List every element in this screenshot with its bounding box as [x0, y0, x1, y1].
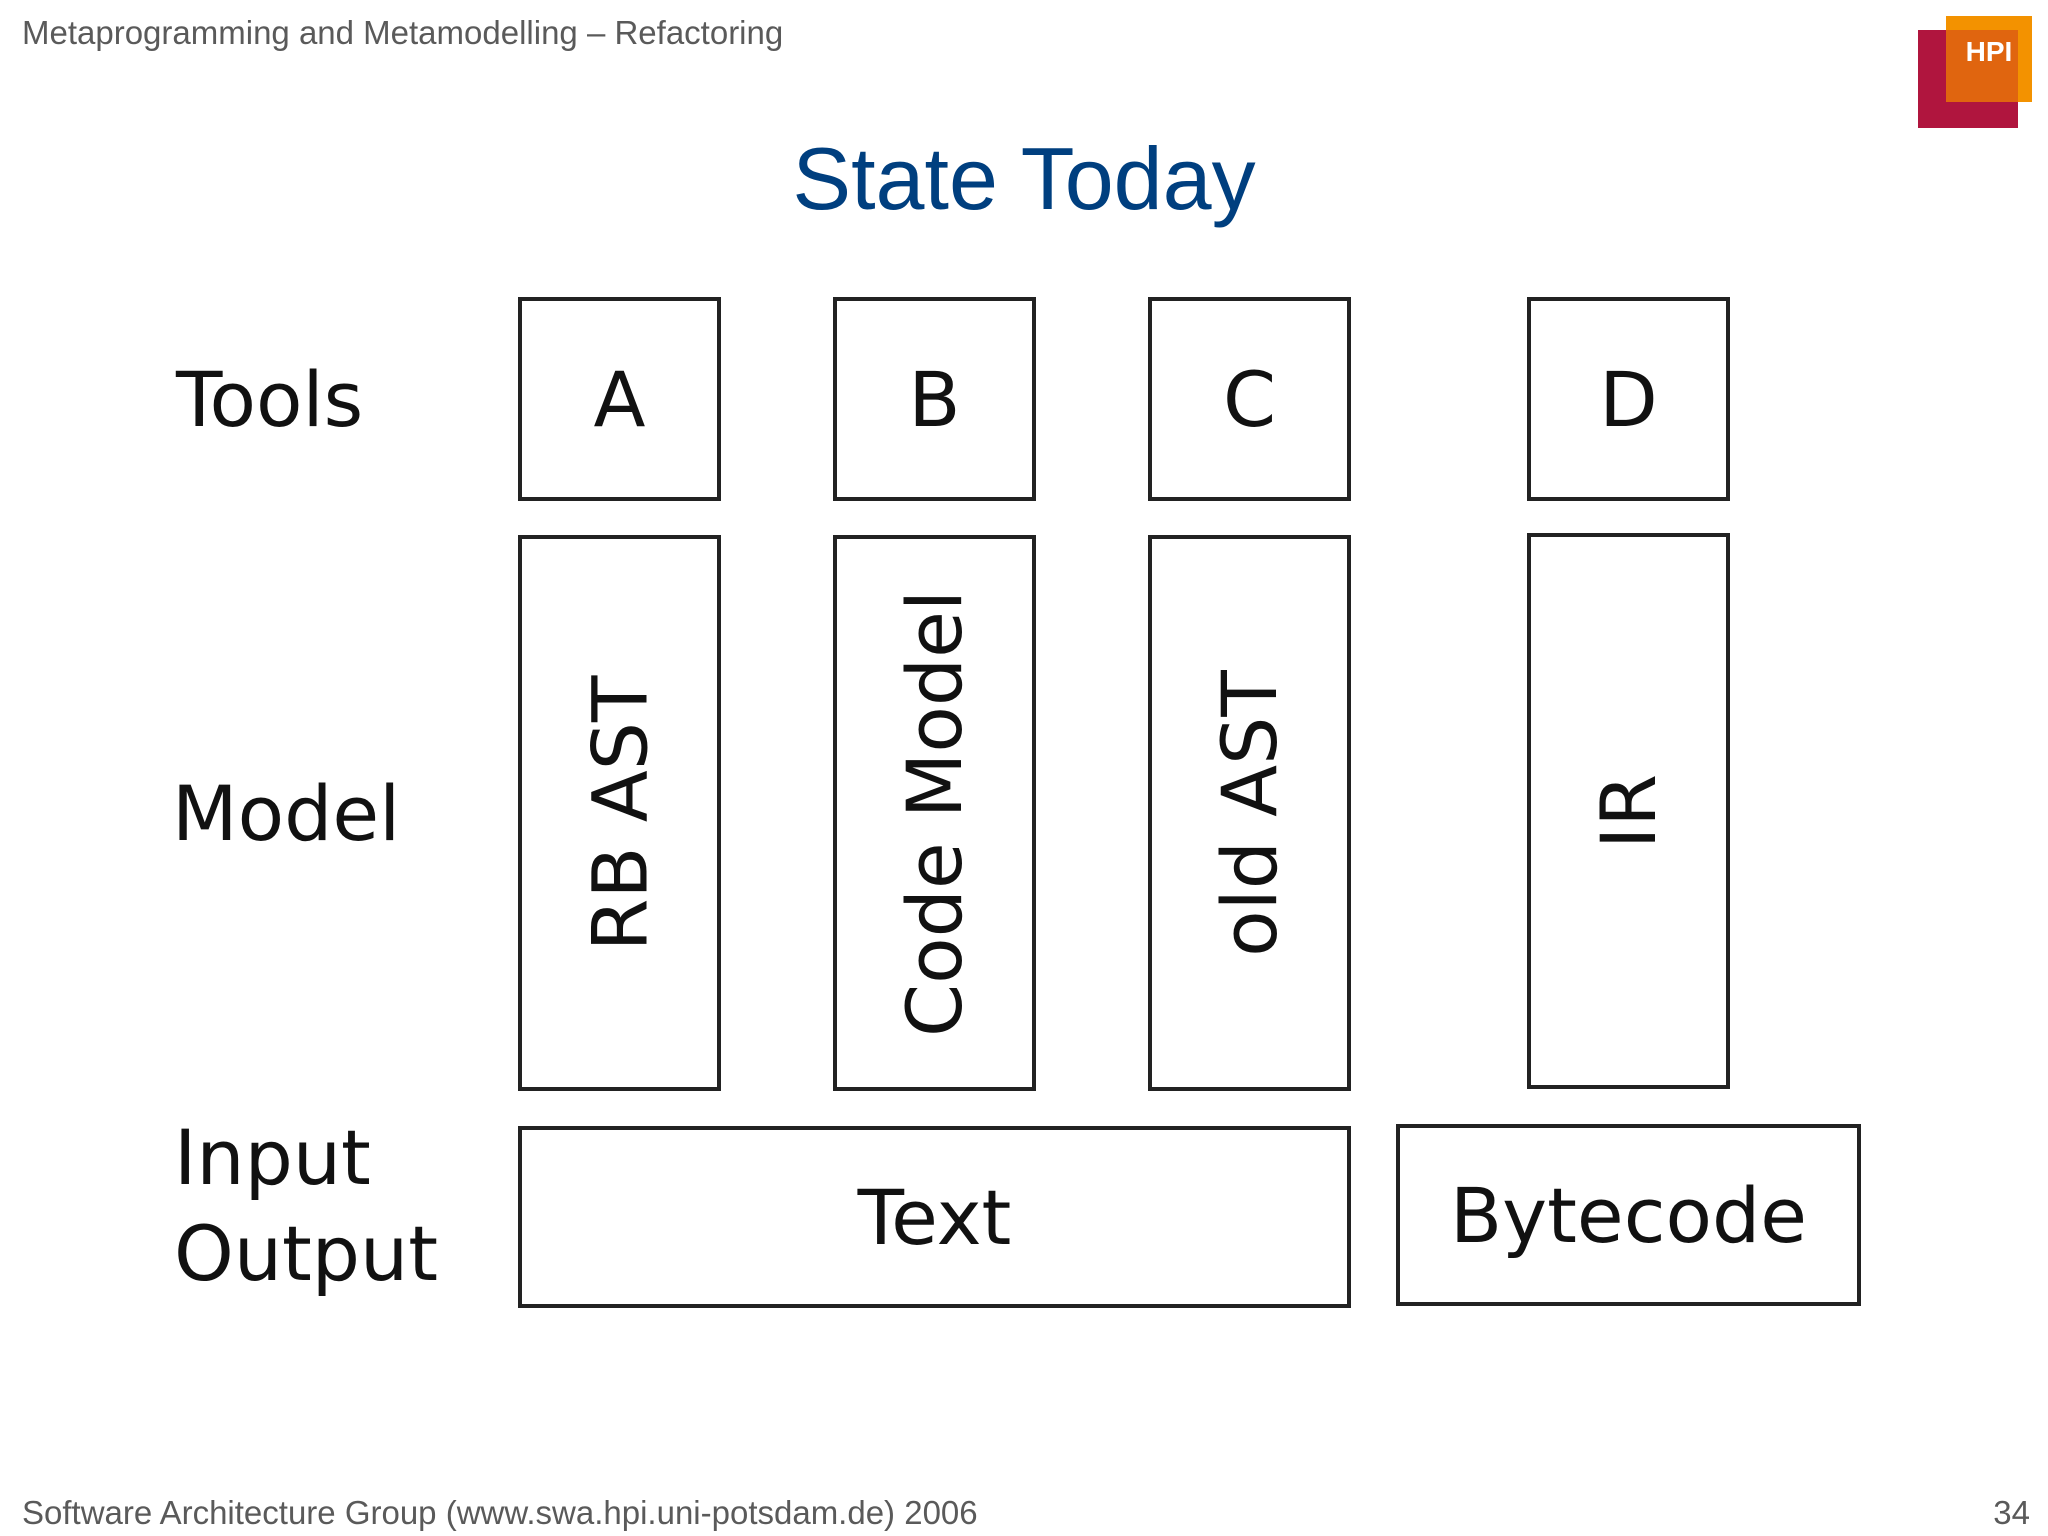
model-box-code-model: Code Model [833, 535, 1036, 1091]
model-box-ir: IR [1527, 533, 1730, 1089]
io-box-text: Text [518, 1126, 1351, 1308]
hpi-logo: HPI [1918, 16, 2036, 128]
tool-label-b: B [908, 354, 961, 444]
logo-overlap-square [1946, 30, 2018, 102]
page-number: 34 [1993, 1494, 2030, 1531]
model-label-rb-ast: RB AST [575, 675, 665, 951]
model-box-old-ast: old AST [1148, 535, 1351, 1091]
model-label-old-ast: old AST [1205, 669, 1295, 957]
model-box-rb-ast: RB AST [518, 535, 721, 1091]
tool-label-c: C [1222, 354, 1277, 444]
io-box-bytecode: Bytecode [1396, 1124, 1861, 1306]
io-label-text: Text [857, 1172, 1012, 1262]
slide-title: State Today [792, 129, 1256, 228]
footer-credit: Software Architecture Group (www.swa.hpi… [22, 1494, 978, 1531]
row-label-model: Model [172, 769, 401, 858]
row-label-tools: Tools [176, 355, 364, 444]
row-label-input: Input [174, 1113, 371, 1202]
tool-box-a: A [518, 297, 721, 501]
row-label-output: Output [174, 1209, 438, 1298]
tool-box-c: C [1148, 297, 1351, 501]
tool-label-a: A [593, 354, 646, 444]
logo-text: HPI [1965, 36, 2013, 67]
tool-box-b: B [833, 297, 1036, 501]
course-header: Metaprogramming and Metamodelling – Refa… [22, 14, 784, 51]
model-label-code-model: Code Model [890, 589, 980, 1037]
io-label-bytecode: Bytecode [1450, 1170, 1807, 1260]
tool-box-d: D [1527, 297, 1730, 501]
tool-label-d: D [1599, 354, 1658, 444]
model-label-ir: IR [1583, 773, 1673, 849]
